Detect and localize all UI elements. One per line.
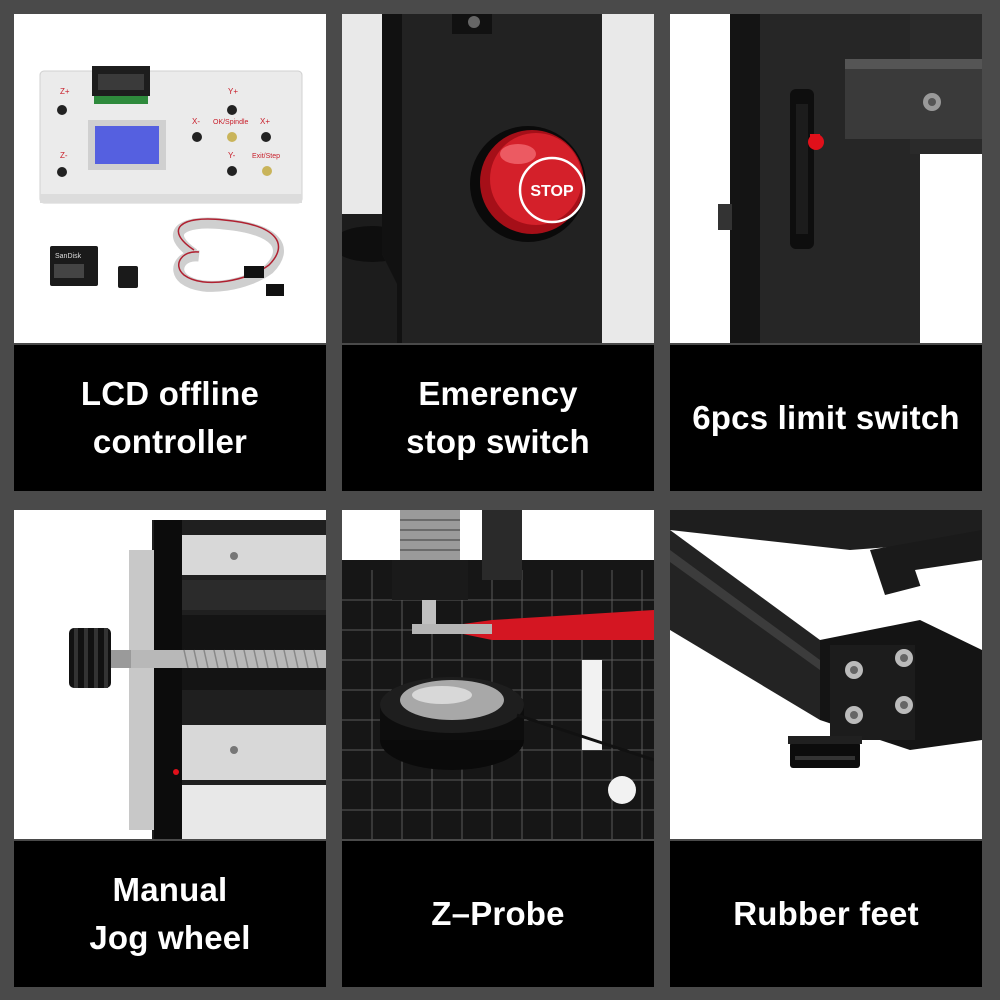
caption-line: controller: [92, 423, 248, 460]
label-x-minus: X-: [192, 117, 200, 126]
rubber-foot-icon: [790, 742, 860, 768]
caption-line: stop switch: [406, 423, 590, 460]
tile-jog-wheel: Manual Jog wheel: [14, 510, 326, 987]
caption-emergency-stop: Emerency stop switch: [342, 345, 654, 491]
z-minus-button-icon: [57, 167, 67, 177]
caption-lcd-controller: LCD offline controller: [14, 345, 326, 491]
jog-wheel-icon: [69, 628, 111, 688]
microsd-card: [118, 266, 138, 288]
mount-bracket: [845, 59, 982, 139]
y-plus-button-icon: [227, 105, 237, 115]
sd-brand: SanDisk: [55, 253, 82, 260]
caption-jog-wheel: Manual Jog wheel: [14, 841, 326, 987]
ok-button-icon: [227, 132, 237, 142]
photo-jog-wheel: [14, 510, 326, 839]
label-z-plus: Z+: [60, 87, 70, 96]
z-plus-button-icon: [57, 105, 67, 115]
ribbon-cable: [172, 217, 284, 292]
lcd-screen: [95, 126, 159, 164]
caption-z-probe: Z–Probe: [342, 841, 654, 987]
tile-z-probe: Z–Probe: [342, 510, 654, 987]
tile-limit-switch: 6pcs limit switch: [670, 14, 982, 491]
label-exit-step: Exit/Step: [252, 153, 280, 160]
caption-line: LCD offline: [80, 375, 260, 412]
photo-lcd-controller: Z+ Z- Y+ Y- X- X+ OK/Spindle Exit/Step S…: [14, 14, 326, 343]
label-z-minus: Z-: [60, 151, 68, 160]
caption-line: 6pcs limit switch: [692, 399, 960, 436]
lead-screw: [114, 650, 326, 668]
label-ok-spindle: OK/Spindle: [213, 119, 249, 126]
stop-label: STOP: [530, 183, 574, 200]
caption-limit-switch: 6pcs limit switch: [670, 345, 982, 491]
x-plus-button-icon: [261, 132, 271, 142]
x-minus-button-icon: [192, 132, 202, 142]
caption-line: Jog wheel: [89, 919, 251, 956]
caption-line: Rubber feet: [733, 895, 919, 932]
tile-rubber-feet: Rubber feet: [670, 510, 982, 987]
caption-line: Manual: [112, 871, 228, 908]
spindle: [400, 510, 460, 560]
tile-lcd-controller: Z+ Z- Y+ Y- X- X+ OK/Spindle Exit/Step S…: [14, 14, 326, 491]
exit-button-icon: [262, 166, 272, 176]
caption-line: Emerency: [418, 375, 578, 412]
label-y-plus: Y+: [228, 87, 238, 96]
caption-line: Z–Probe: [431, 895, 565, 932]
photo-limit-switch: [670, 14, 982, 343]
photo-z-probe: [342, 510, 654, 839]
label-y-minus: Y-: [228, 151, 236, 160]
photo-rubber-feet: [670, 510, 982, 839]
tile-emergency-stop: STOP Emerency stop switch: [342, 14, 654, 491]
y-minus-button-icon: [227, 166, 237, 176]
caption-rubber-feet: Rubber feet: [670, 841, 982, 987]
photo-emergency-stop: STOP: [342, 14, 654, 343]
label-x-plus: X+: [260, 117, 270, 126]
